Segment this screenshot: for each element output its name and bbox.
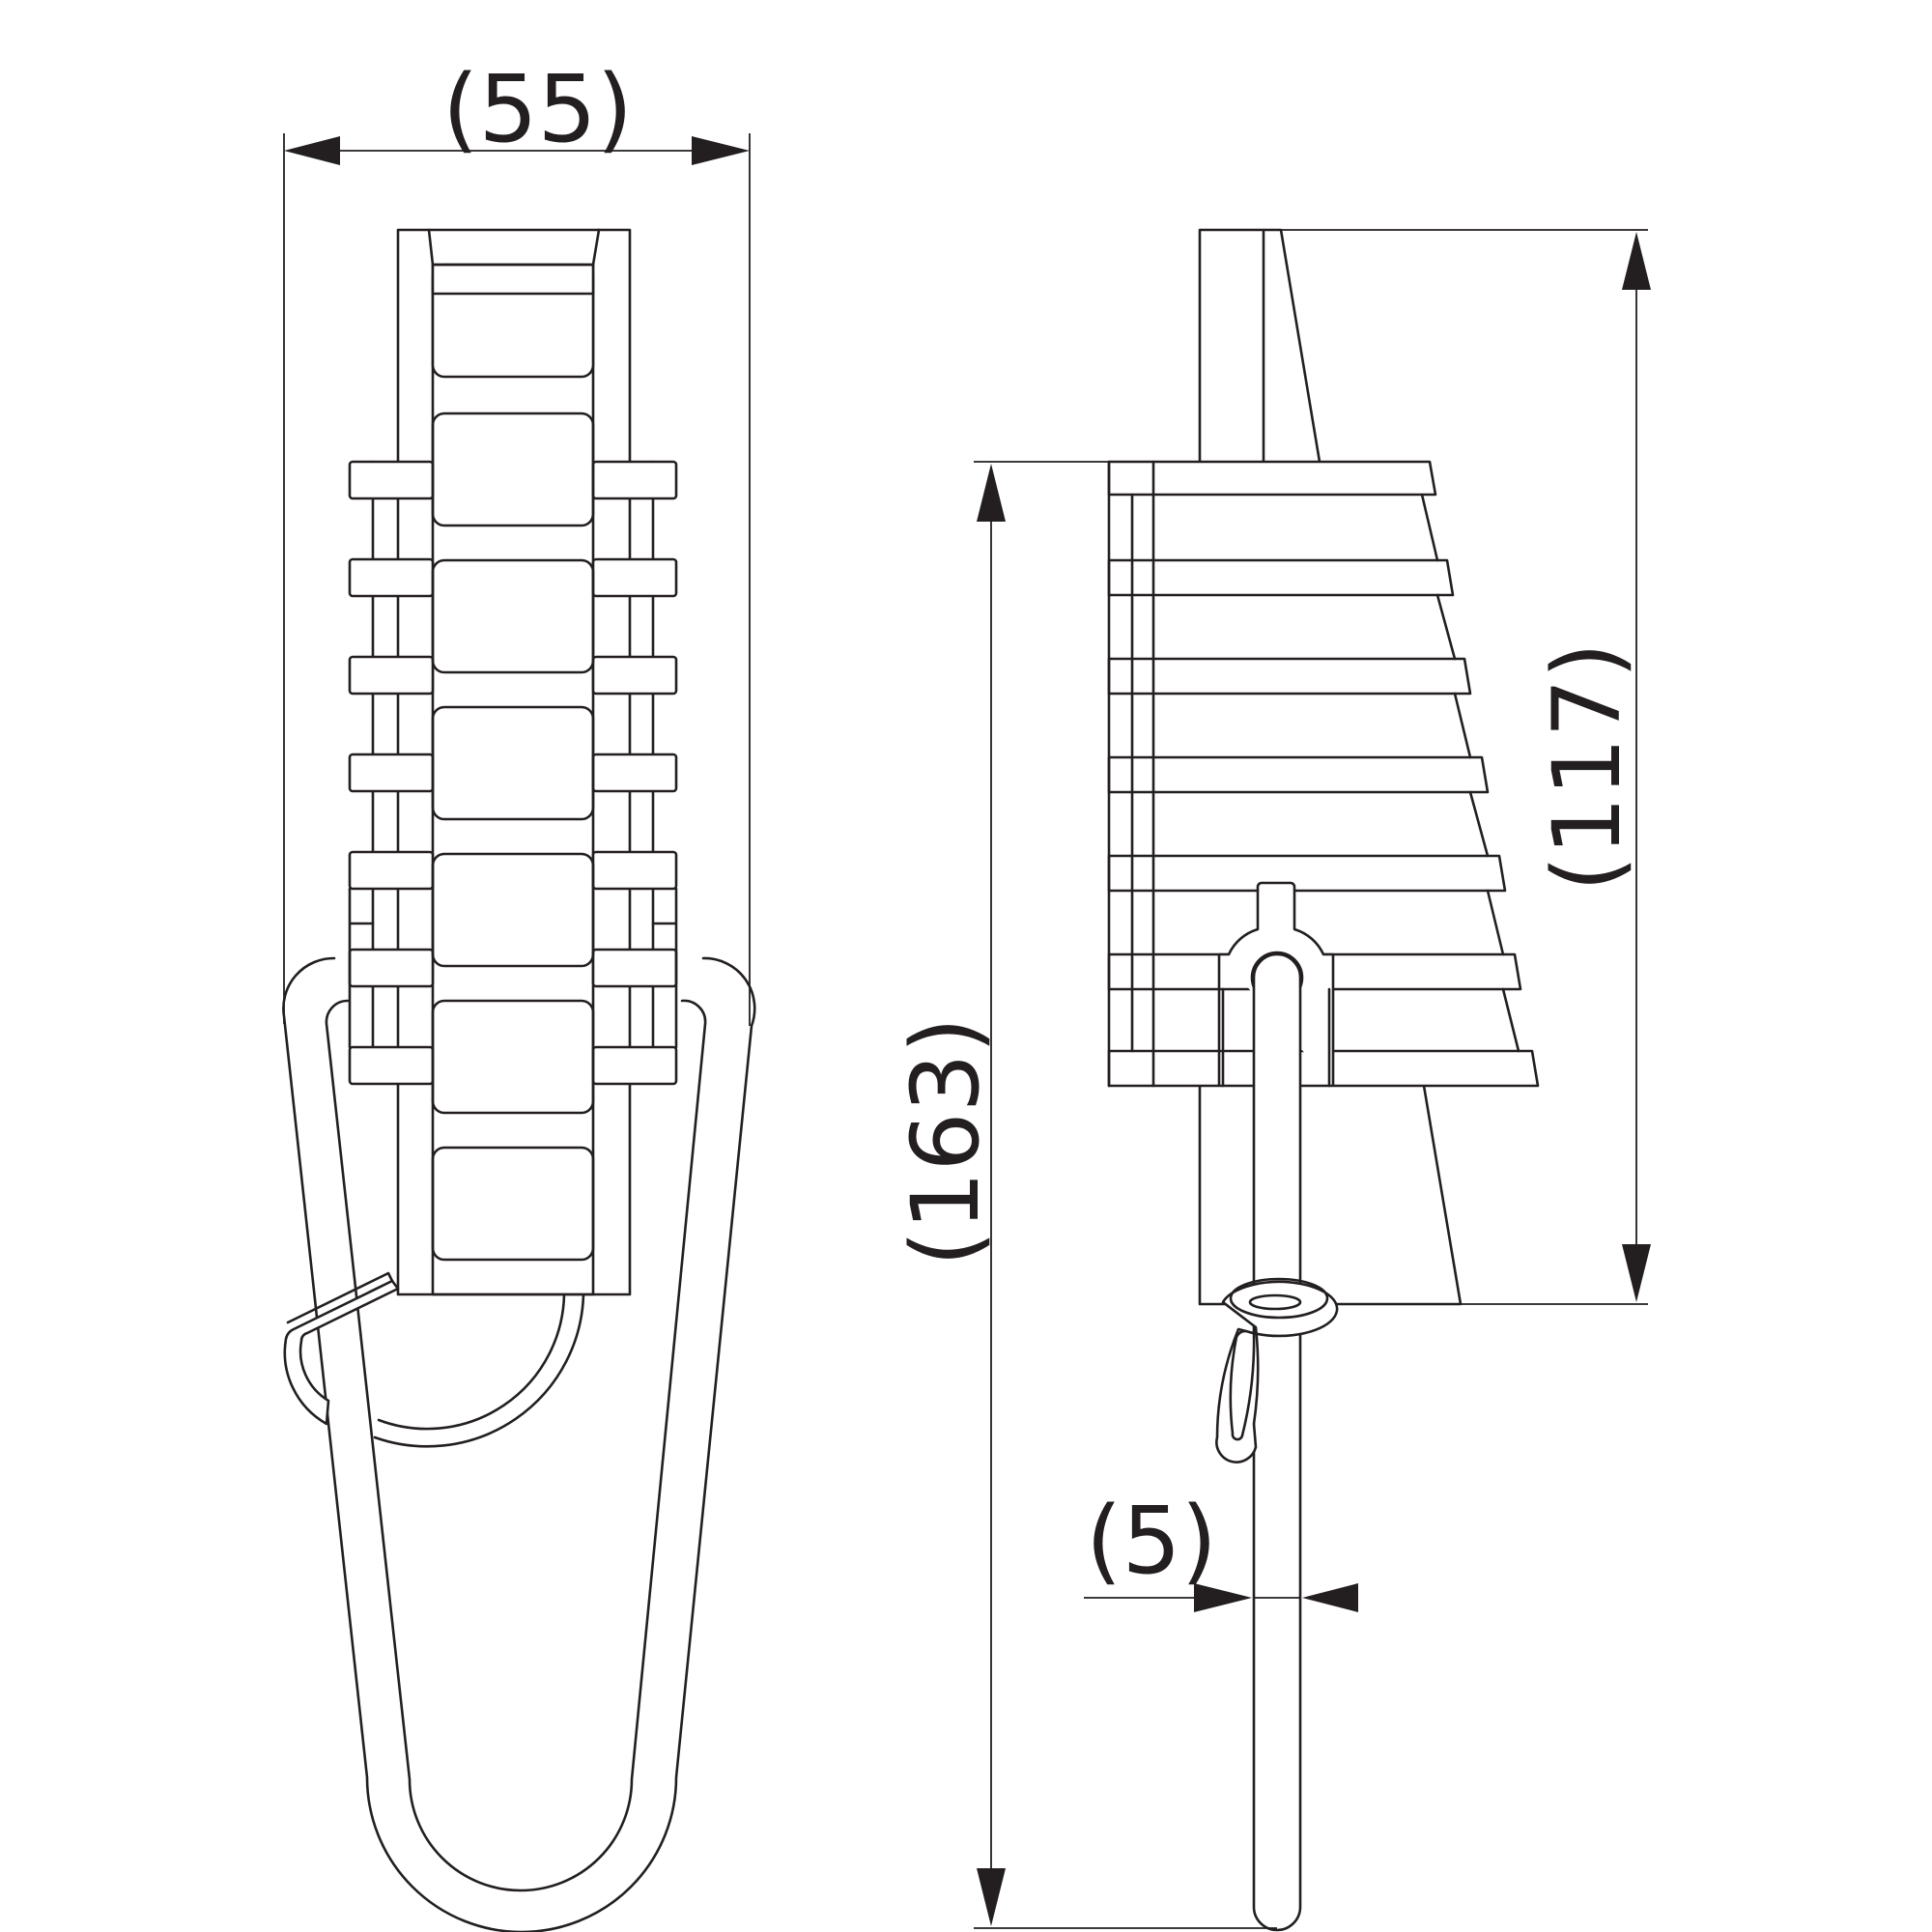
dimension-width: (55) (283, 55, 751, 1026)
wire-clip (1215, 1277, 1339, 1463)
dimension-total-height: (163) (892, 461, 1277, 1929)
dimension-body-height-label: (117) (1533, 642, 1641, 892)
dimension-body-height: (117) (1281, 229, 1651, 1305)
front-view: (55) (282, 55, 756, 1932)
side-view: (117) (163) (5) (892, 228, 1651, 1932)
safety-clip (283, 1271, 400, 1426)
dimension-width-label: (55) (442, 55, 633, 163)
body-top-chamfer (427, 228, 601, 267)
wedge-segments (431, 263, 595, 1262)
wire-rod (1252, 952, 1302, 1932)
dimension-wire: (5) (1084, 1487, 1358, 1612)
lower-housing (1198, 1084, 1463, 1306)
lower-ring (373, 1293, 585, 1448)
dimension-total-height-label: (163) (892, 1017, 1000, 1266)
upper-housing (1198, 228, 1321, 464)
fins-right (591, 460, 678, 1086)
dimension-wire-label: (5) (1086, 1487, 1217, 1595)
